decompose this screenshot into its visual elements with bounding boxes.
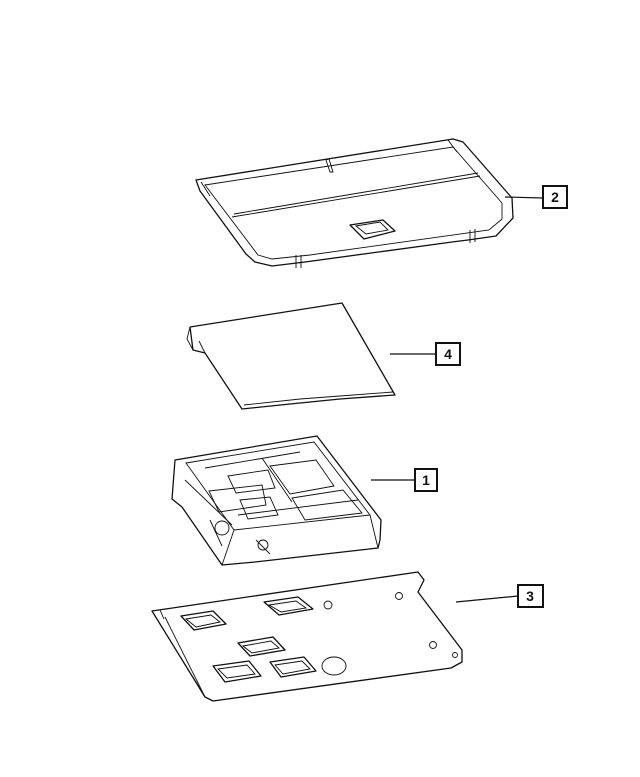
part-2-load-floor-cover	[195, 138, 514, 268]
callout-4[interactable]: 4	[435, 342, 461, 366]
leader-line-2	[504, 196, 544, 199]
callout-label: 4	[444, 346, 452, 362]
callout-2[interactable]: 2	[542, 185, 568, 209]
callout-3[interactable]: 3	[517, 584, 544, 608]
callout-label: 2	[551, 189, 559, 205]
leader-line-3	[455, 595, 519, 603]
callout-1[interactable]: 1	[414, 468, 438, 492]
part-3-floor-panel	[151, 571, 463, 702]
part-4-carpet-mat	[186, 302, 396, 410]
callout-label: 3	[526, 588, 534, 604]
part-1-foam-tool-tray	[171, 435, 382, 566]
callout-label: 1	[422, 472, 430, 488]
